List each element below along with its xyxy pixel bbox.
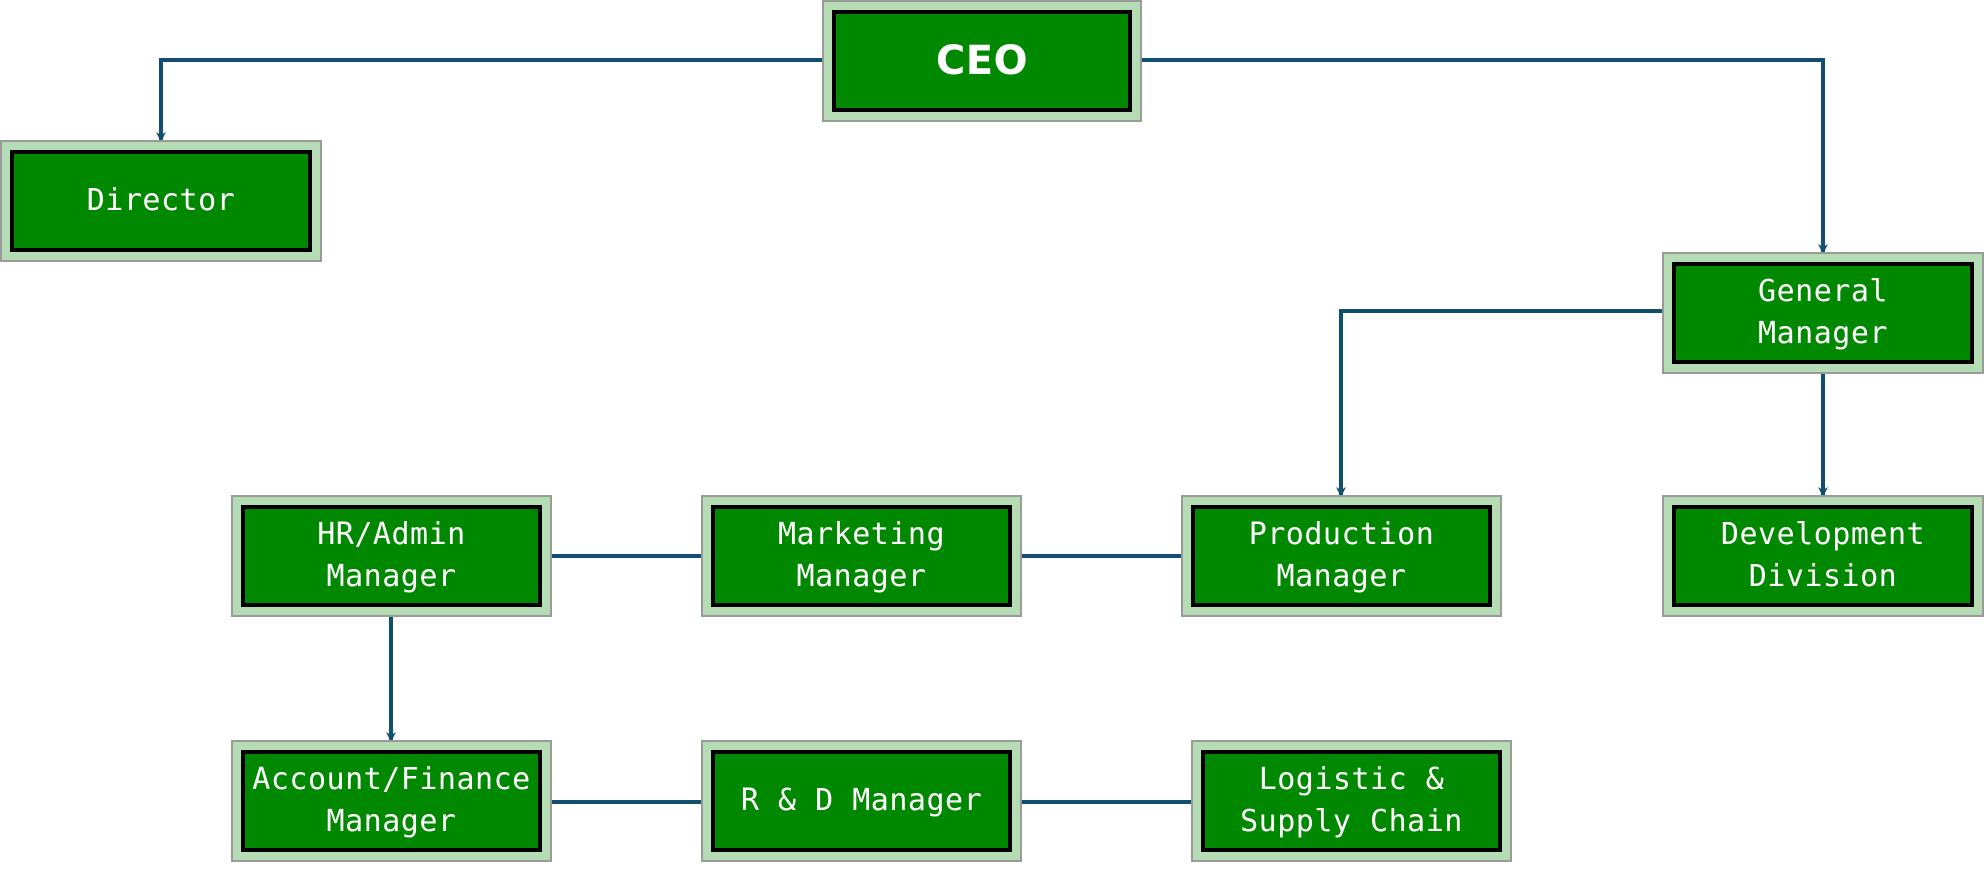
node-logistic-supply-chain-label: Logistic & Supply Chain (1201, 750, 1502, 852)
node-rd-manager[interactable]: R & D Manager (701, 740, 1022, 862)
node-hr-admin-manager[interactable]: HR/Admin Manager (231, 495, 552, 617)
node-account-finance-manager-label: Account/Finance Manager (241, 750, 542, 852)
node-general-manager[interactable]: General Manager (1662, 252, 1984, 374)
node-account-finance-manager[interactable]: Account/Finance Manager (231, 740, 552, 862)
connector-general-manager-to-production-manager (1336, 309, 1671, 497)
node-hr-admin-manager-label: HR/Admin Manager (241, 505, 542, 607)
connector-ceo-to-director (156, 58, 831, 142)
node-marketing-manager-label: Marketing Manager (711, 505, 1012, 607)
node-ceo-label: CEO (832, 10, 1132, 112)
node-marketing-manager[interactable]: Marketing Manager (701, 495, 1022, 617)
node-director[interactable]: Director (0, 140, 322, 262)
node-logistic-supply-chain[interactable]: Logistic & Supply Chain (1191, 740, 1512, 862)
node-production-manager[interactable]: Production Manager (1181, 495, 1502, 617)
node-development-division[interactable]: Development Division (1662, 495, 1984, 617)
node-director-label: Director (10, 150, 312, 252)
node-rd-manager-label: R & D Manager (711, 750, 1012, 852)
node-ceo[interactable]: CEO (822, 0, 1142, 122)
node-development-division-label: Development Division (1672, 505, 1974, 607)
connector-ceo-to-general-manager (1133, 58, 1828, 254)
node-general-manager-label: General Manager (1672, 262, 1974, 364)
node-production-manager-label: Production Manager (1191, 505, 1492, 607)
